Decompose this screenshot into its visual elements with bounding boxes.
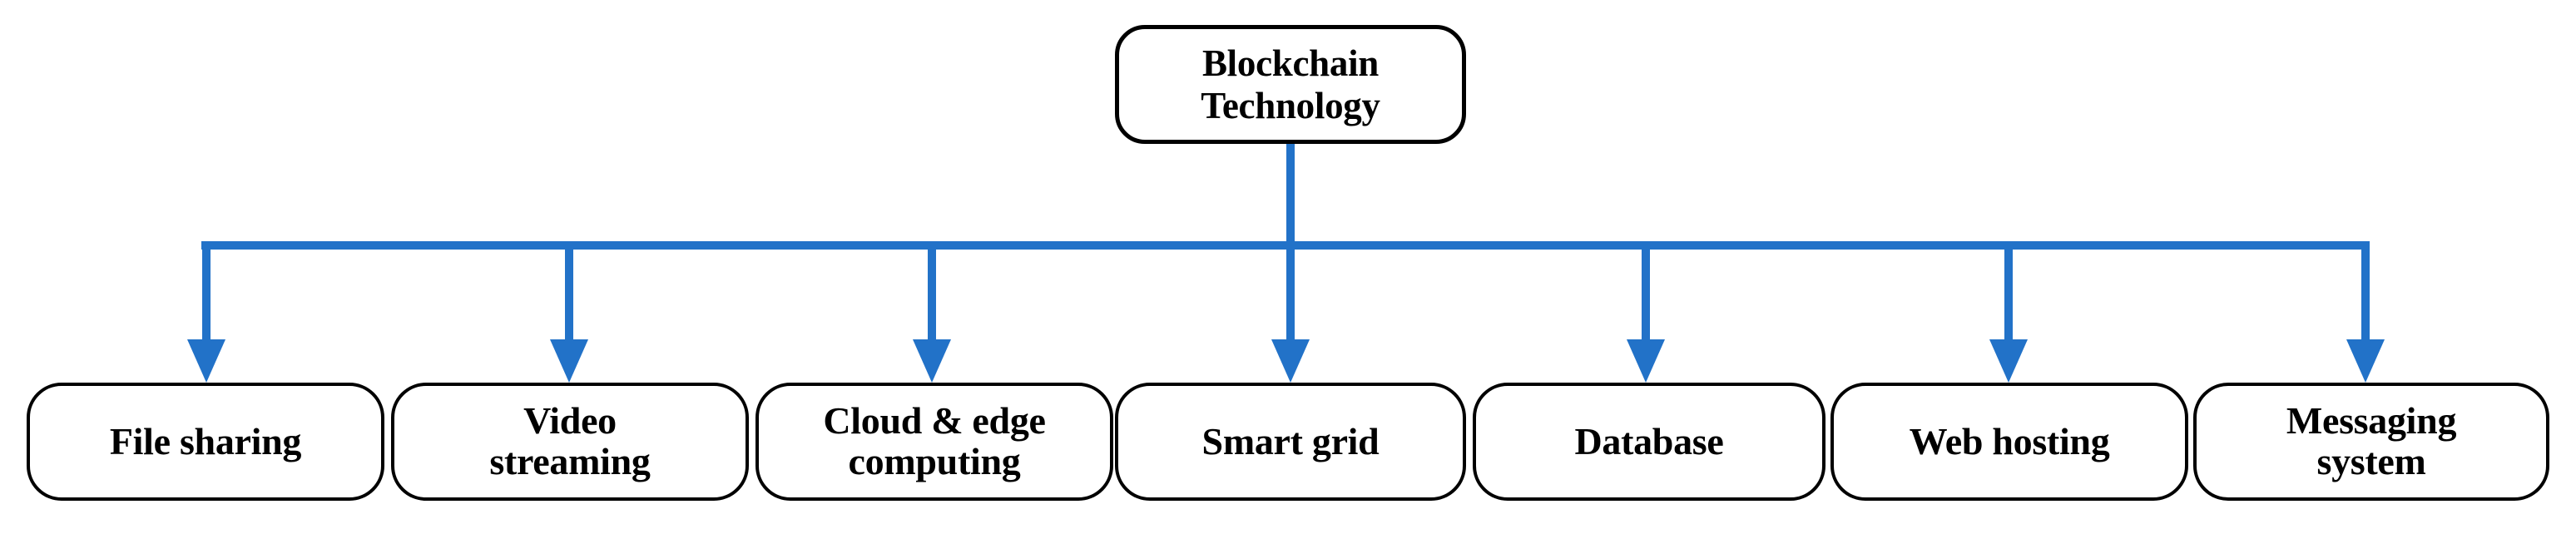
node-label: Smart grid	[1194, 419, 1388, 462]
node-label-line-2: system	[2316, 440, 2426, 482]
node-label-line-2: Technology	[1201, 84, 1380, 126]
node-label-line-1: Smart grid	[1201, 419, 1380, 462]
node-label-line-1: Video	[523, 399, 617, 443]
arrowhead-icon-3	[1271, 339, 1310, 383]
arrowhead-icon-5	[1989, 339, 2028, 383]
node-label-line-1: Blockchain	[1201, 42, 1380, 85]
arrowhead-icon-6	[2346, 339, 2385, 383]
arrowhead-icon-0	[187, 339, 225, 383]
arrowhead-icon-4	[1627, 339, 1665, 383]
node-label: Messaging system	[2278, 399, 2465, 482]
node-label: Database	[1566, 419, 1731, 462]
node-label-line-1: Cloud & edge	[823, 399, 1046, 443]
node-label-line-1: Web hosting	[1909, 419, 2110, 462]
node-database[interactable]: Database	[1473, 383, 1825, 501]
node-label-line-1: Database	[1574, 419, 1724, 462]
node-label-line-1: Messaging	[2286, 399, 2457, 443]
connector-drop-6	[2361, 241, 2370, 339]
connector-drop-0	[202, 241, 211, 339]
node-label-line-1: File sharing	[109, 419, 302, 462]
node-label: Cloud & edge computing	[815, 399, 1053, 482]
connector-drop-1	[565, 241, 573, 339]
connector-drop-2	[928, 241, 936, 339]
node-label-line-2: computing	[848, 440, 1021, 482]
connector-bus	[201, 241, 2370, 250]
root-stem	[1286, 144, 1295, 250]
node-blockchain-technology[interactable]: Blockchain Technology	[1115, 25, 1466, 144]
node-messaging-system[interactable]: Messaging system	[2193, 383, 2549, 501]
node-label: Video streaming	[481, 399, 658, 482]
connector-drop-4	[1642, 241, 1650, 339]
arrowhead-icon-1	[550, 339, 588, 383]
node-label: File sharing	[102, 419, 310, 462]
connector-drop-3	[1286, 241, 1295, 339]
node-label: Web hosting	[1901, 419, 2118, 462]
node-web-hosting[interactable]: Web hosting	[1830, 383, 2188, 501]
node-label-line-2: streaming	[489, 440, 651, 482]
connector-drop-5	[2004, 241, 2013, 339]
node-cloud-edge-computing[interactable]: Cloud & edge computing	[755, 383, 1113, 501]
node-file-sharing[interactable]: File sharing	[27, 383, 384, 501]
edge-group	[187, 144, 2385, 383]
node-smart-grid[interactable]: Smart grid	[1115, 383, 1466, 501]
arrowhead-icon-2	[913, 339, 951, 383]
node-label: Blockchain Technology	[1192, 42, 1388, 126]
node-video-streaming[interactable]: Video streaming	[391, 383, 749, 501]
